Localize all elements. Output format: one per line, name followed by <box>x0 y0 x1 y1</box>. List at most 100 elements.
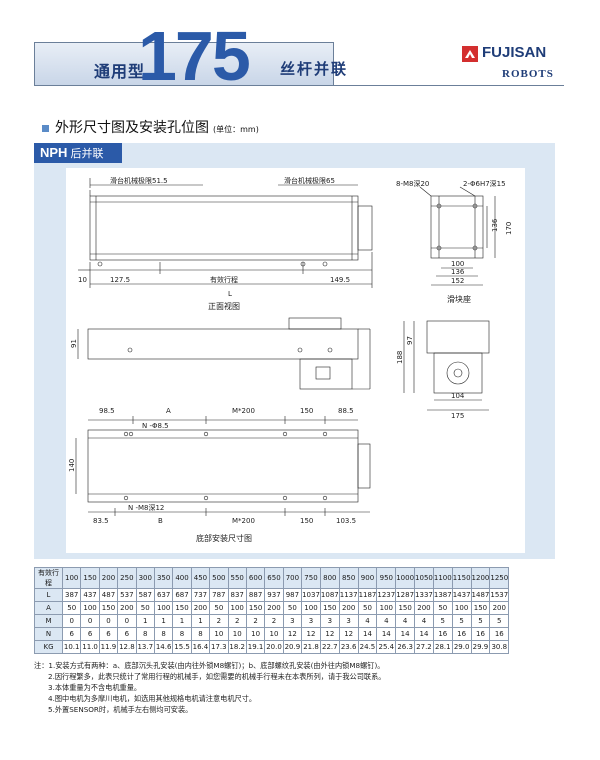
spec-cell: 1137 <box>338 588 359 602</box>
dim-B: B <box>158 517 163 525</box>
spec-cell: 887 <box>245 588 266 602</box>
spec-cell: 25.4 <box>376 640 397 654</box>
dim-L: L <box>228 290 232 298</box>
spec-cell: 200 <box>98 567 119 589</box>
dim-136: 136 <box>451 268 465 276</box>
side-body <box>87 328 359 360</box>
spec-cell: 14 <box>357 627 378 641</box>
spec-cell: 16 <box>489 627 510 641</box>
spec-cell: 5 <box>432 614 453 628</box>
spec-cell: 0 <box>61 614 82 628</box>
spec-cell: 650 <box>264 567 284 589</box>
spec-cell: 50 <box>432 601 453 615</box>
note-line: 注：1.安装方式有两种：a、底部沉头孔安装(由内往外锁M8螺钉)；b、底部螺纹孔… <box>34 661 385 670</box>
spec-cell: 6 <box>117 627 137 641</box>
dim-83-5: 83.5 <box>93 517 109 525</box>
spec-row-label: KG <box>34 640 63 654</box>
bullet-square-icon <box>42 124 49 132</box>
spec-cell: 8 <box>153 627 174 641</box>
spec-cell: 2 <box>264 614 284 628</box>
spec-cell: 400 <box>172 567 192 589</box>
spec-cell: 1150 <box>451 567 472 589</box>
spec-cell: 26.3 <box>395 640 416 654</box>
spec-cell: 23.6 <box>338 640 359 654</box>
brand-logo: FUJISAN ROBOTS <box>462 44 566 84</box>
spec-cell: 200 <box>489 601 510 615</box>
unit-note: (单位：mm) <box>213 125 259 134</box>
spec-cell: 17.3 <box>209 640 229 654</box>
spec-cell: 20.0 <box>264 640 284 654</box>
spec-cell: 16.4 <box>190 640 211 654</box>
spec-cell: 550 <box>227 567 247 589</box>
spec-cell: 1437 <box>451 588 472 602</box>
dim-M200-bottom: M*200 <box>232 517 255 525</box>
variant-label: 后并联 <box>70 147 104 160</box>
spec-cell: 4 <box>376 614 397 628</box>
note-line: 2.因行程繁多，此表只统计了常用行程的机械手，如您需要的机械手行程未在本表所列，… <box>48 672 386 681</box>
variant-code: NPH <box>40 145 68 160</box>
front-stroke-limit-a: 滑台机械极限51.5 <box>110 176 168 185</box>
spec-cell: 1237 <box>376 588 397 602</box>
page-header: 通用型 175 丝杆并联 FUJISAN ROBOTS <box>34 17 566 95</box>
dim-140: 140 <box>68 459 76 472</box>
spec-row-label: L <box>34 588 63 602</box>
spec-cell: 987 <box>282 588 303 602</box>
spec-cell: 19.1 <box>245 640 266 654</box>
spec-cell: 12.8 <box>117 640 137 654</box>
spec-cell: 1 <box>172 614 192 628</box>
spec-cell: 387 <box>61 588 82 602</box>
spec-cell: 1037 <box>301 588 321 602</box>
spec-cell: 18.2 <box>227 640 247 654</box>
spec-cell: 100 <box>451 601 472 615</box>
spec-cell: 437 <box>80 588 100 602</box>
spec-cell: 100 <box>153 601 174 615</box>
spec-cell: 600 <box>245 567 266 589</box>
spec-cell: 29.9 <box>470 640 491 654</box>
front-view-caption: 正面视图 <box>208 301 240 311</box>
brand-name: FUJISAN <box>482 44 547 61</box>
spec-cell: 50 <box>357 601 378 615</box>
spec-cell: 13.7 <box>135 640 155 654</box>
dim-127-5: 127.5 <box>110 276 130 284</box>
spec-cell: 14 <box>395 627 416 641</box>
technical-drawings: 滑台机械极限51.5 滑台机械极限65 10 127.5 有效行程 149.5 … <box>68 176 513 543</box>
spec-cell: 0 <box>117 614 137 628</box>
spec-cell: 900 <box>357 567 378 589</box>
spec-cell: 1 <box>190 614 211 628</box>
bottom-hole-callout: N -M8深12 <box>128 503 164 512</box>
spec-cell: 450 <box>190 567 211 589</box>
spec-cell: 100 <box>376 601 397 615</box>
dim-175: 175 <box>451 412 464 420</box>
spec-cell: 3 <box>301 614 321 628</box>
spec-cell: 837 <box>227 588 247 602</box>
spec-cell: 700 <box>282 567 303 589</box>
front-body <box>89 195 359 261</box>
spec-cell: 950 <box>376 567 397 589</box>
dim-97: 97 <box>406 336 414 345</box>
spec-cell: 587 <box>135 588 155 602</box>
spec-cell: 200 <box>117 601 137 615</box>
dim-10: 10 <box>78 276 87 284</box>
side-motor <box>299 358 353 390</box>
spec-cell: 10.1 <box>61 640 82 654</box>
spec-cell: 100 <box>61 567 82 589</box>
spec-cell: 800 <box>319 567 340 589</box>
spec-cell: 50 <box>282 601 303 615</box>
spec-cell: 150 <box>245 601 266 615</box>
spec-cell: 2 <box>245 614 266 628</box>
bottom-body <box>87 429 359 503</box>
spec-cell: 100 <box>301 601 321 615</box>
spec-cell: 8 <box>190 627 211 641</box>
spec-cell: 1537 <box>489 588 510 602</box>
spec-cell: 30.8 <box>489 640 510 654</box>
spec-cell: 1050 <box>414 567 434 589</box>
spec-cell: 29.0 <box>451 640 472 654</box>
spec-cell: 687 <box>172 588 192 602</box>
spec-cell: 350 <box>153 567 174 589</box>
spec-cell: 200 <box>414 601 434 615</box>
spec-cell: 787 <box>209 588 229 602</box>
spec-cell: 150 <box>470 601 491 615</box>
